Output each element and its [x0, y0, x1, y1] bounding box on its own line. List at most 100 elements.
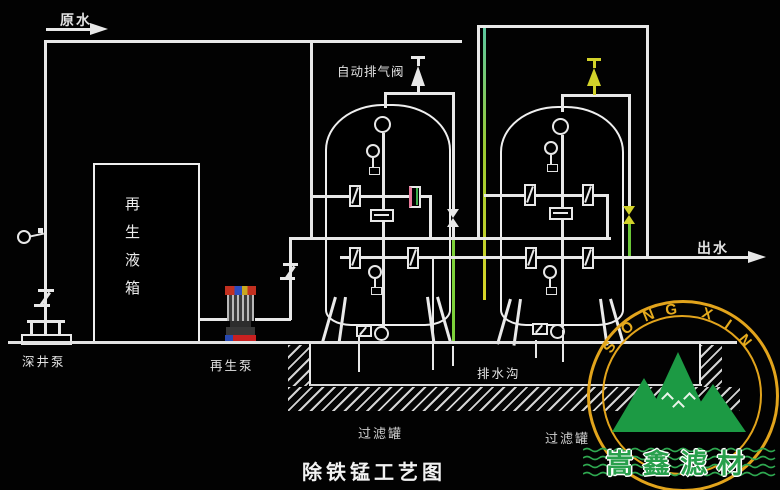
- pipe-tank1-exhaust: [384, 92, 454, 95]
- tank2-drain-elbow: [550, 324, 565, 339]
- deep-well-pump-label: 深井泵: [22, 354, 66, 369]
- trench-bottom-line: [310, 384, 702, 386]
- tank2-center-pipe: [561, 135, 564, 327]
- tank2-drain-drop: [535, 340, 537, 358]
- tank1-vent-circle: [374, 116, 391, 133]
- raw-water-flow-arrow-shaft: [46, 28, 92, 31]
- well-pedestal-base: [21, 334, 72, 345]
- tank1-drain-valve-icon: [356, 325, 372, 337]
- tank2-top-gauge-base: [547, 164, 558, 172]
- valve-icon: [349, 185, 361, 207]
- tank2-vent-circle: [552, 118, 569, 135]
- pipe-tank1-exhaust-stub: [384, 92, 387, 108]
- valve-icon: [582, 247, 594, 269]
- regen-pump-motor: [227, 295, 254, 321]
- regen-pump-neck: [230, 321, 251, 327]
- pipe-frame-left: [477, 25, 480, 239]
- check-valve2-icon: [283, 263, 298, 266]
- pipe-highlight-green: [483, 28, 486, 300]
- tank2-top-gauge-stem: [550, 155, 552, 164]
- outlet-arrow-icon: [748, 251, 766, 263]
- logo-arc-letter: G: [664, 300, 678, 320]
- regen-pump: [225, 286, 256, 344]
- exhaust-valve2-icon: [587, 58, 601, 61]
- pipe-frame-top: [477, 25, 648, 28]
- drain-trench-label: 排水沟: [477, 366, 521, 381]
- well-pedestal: [30, 323, 33, 334]
- tank2-outlet-drop: [562, 330, 564, 362]
- exhaust-valve1-icon: [411, 66, 425, 86]
- exhaust-valve2-stub: [593, 86, 596, 95]
- pipe-tank1-upper-drop: [429, 195, 432, 239]
- pipe-backwash-drop-green: [452, 240, 455, 343]
- pipe-tank2-exhaust-stub: [561, 94, 564, 112]
- exhaust-valve2-icon: [593, 60, 596, 68]
- outlet-water-label: 出水: [697, 241, 729, 257]
- ground-line: [8, 341, 737, 344]
- tank1-sampler: [370, 209, 394, 222]
- regen-tank-label: 再生液箱: [123, 196, 141, 308]
- regen-pump-cap: [225, 286, 256, 295]
- pipe-main-manifold: [289, 237, 611, 240]
- trench-left-wall: [288, 345, 310, 386]
- pipe-raw-water-top: [44, 40, 462, 43]
- pipe-regen-discharge: [255, 318, 291, 321]
- well-pedestal: [27, 320, 65, 323]
- auto-exhaust-valve-label: 自动排气阀: [337, 64, 405, 79]
- tank1-lower-gauge-stem: [374, 279, 376, 287]
- check-valve1-icon: [34, 304, 50, 307]
- logo-mountain-center: [641, 352, 715, 432]
- tank2-drain-valve-icon: [532, 323, 548, 335]
- pipe-regen-riser: [289, 240, 292, 320]
- tank2-sampler: [549, 207, 573, 220]
- well-gauge-icon: [17, 230, 31, 244]
- tank1-drain-elbow: [374, 326, 389, 341]
- tank1-top-gauge-base: [369, 167, 380, 175]
- check-valve2-icon: [280, 277, 295, 280]
- tank2-lower-gauge-base: [546, 287, 557, 295]
- exhaust-valve1-stub: [417, 86, 420, 93]
- pipe-backwash-drop: [452, 92, 455, 210]
- pipe-frame-right: [646, 25, 649, 258]
- regen-pump-base: [225, 335, 256, 343]
- filter-tank-left-label: 过滤罐: [358, 427, 404, 442]
- valve-icon: [525, 247, 537, 269]
- valve-icon: [407, 247, 419, 269]
- valve-icon: [349, 247, 361, 269]
- logo-brand-name: 嵩鑫滤材: [606, 449, 754, 480]
- pipe-tank2-drop-green: [628, 224, 631, 258]
- pipe-well-riser: [44, 40, 47, 322]
- pipe-tank2-upper-row: [484, 194, 608, 197]
- tank2-top-gauge-icon: [544, 141, 558, 155]
- logo-water-waves: [583, 447, 776, 477]
- tank2-lower-gauge-stem: [549, 279, 551, 287]
- tank1-outlet-drop: [432, 258, 434, 370]
- valve-icon: [524, 184, 536, 206]
- valve-colored-icon: [409, 186, 421, 208]
- globe-valve-yellow-icon: [623, 206, 635, 224]
- tank1-center-pipe: [382, 133, 385, 328]
- filter-tank-right-label: 过滤罐: [545, 432, 591, 447]
- well-gauge-stem: [29, 232, 45, 238]
- pipe-regen-suction: [200, 318, 228, 321]
- globe-valve-icon: [447, 209, 459, 227]
- raw-water-flow-arrow-icon: [90, 23, 108, 35]
- tank1-lower-gauge-base: [371, 287, 382, 295]
- valve-icon: [582, 184, 594, 206]
- well-pipe-fitting: [38, 228, 43, 233]
- pipe-outlet: [340, 256, 750, 259]
- regen-pump-label: 再生泵: [210, 358, 254, 373]
- diagram-title: 除铁锰工艺图: [302, 460, 446, 484]
- exhaust-valve1-icon: [417, 58, 420, 66]
- raw-water-label: 原水: [60, 13, 92, 29]
- tank2-lower-gauge-icon: [543, 265, 557, 279]
- check-valve1-icon: [38, 289, 54, 292]
- pipe-raw-drop-tank1: [310, 41, 313, 238]
- pipe-trench-drop: [452, 346, 454, 366]
- well-pedestal: [44, 323, 47, 334]
- tank1-top-gauge-icon: [366, 144, 380, 158]
- pipe-tank2-upper-drop: [606, 194, 609, 239]
- well-pedestal: [58, 323, 61, 334]
- pipe-tank2-exhaust: [561, 94, 631, 97]
